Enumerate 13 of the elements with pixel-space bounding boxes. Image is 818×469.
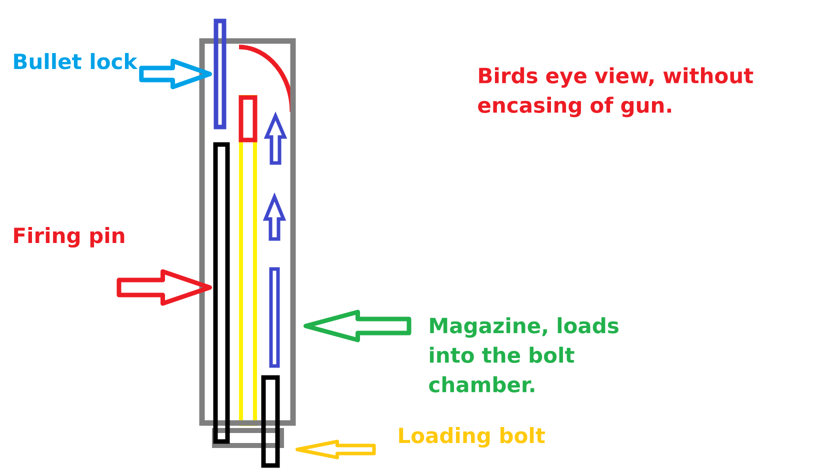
part-label: Magazine, loads into the bolt chamber. <box>429 317 618 392</box>
part-label: Firing pin <box>14 227 124 248</box>
bar <box>214 18 226 130</box>
bar <box>213 142 230 444</box>
part-label: Loading bolt <box>399 427 545 448</box>
note-text: Birds eye view, without encasing of gun. <box>478 67 754 118</box>
block-arrow <box>304 310 412 342</box>
bar <box>261 375 280 468</box>
block-arrow <box>116 269 212 306</box>
block-arrow <box>139 58 212 90</box>
part-label: Bullet lock <box>14 53 138 70</box>
chamber-frame <box>199 38 296 426</box>
block-arrow <box>296 440 376 460</box>
